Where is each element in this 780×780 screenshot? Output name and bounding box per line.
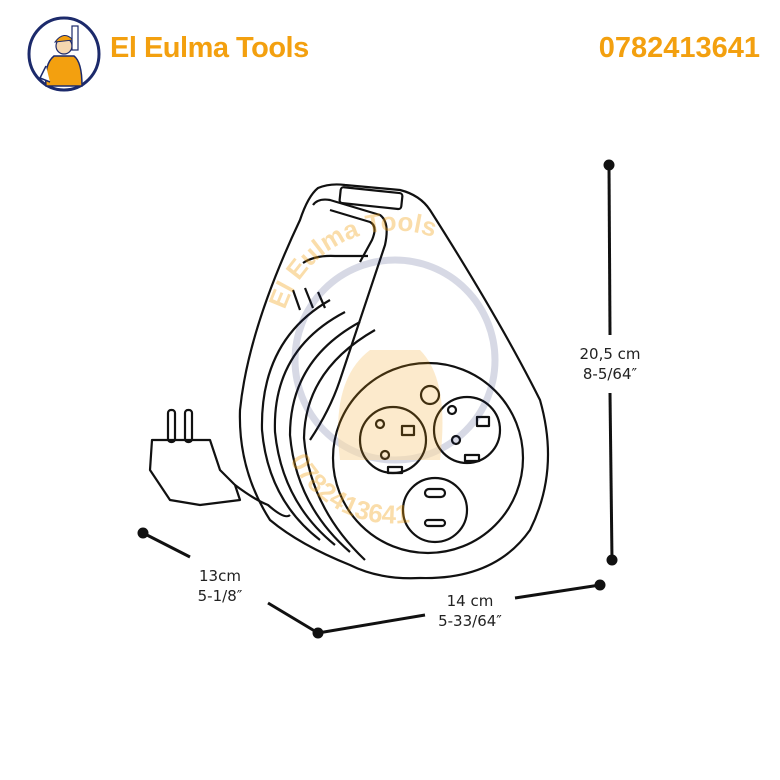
width-in-label: 5-33/64″: [438, 612, 502, 630]
handle: [309, 198, 388, 441]
brand-name: El Eulma Tools: [110, 32, 309, 64]
power-cable: [234, 484, 291, 518]
phone-number: 0782413641: [598, 32, 760, 64]
socket-usb: [401, 476, 469, 544]
height-in-label: 8-5/64″: [582, 365, 638, 383]
indicator-button: [419, 384, 441, 406]
depth-cm-label: 13cm: [199, 567, 241, 585]
reel-face: [331, 361, 525, 555]
socket-right: [432, 395, 502, 465]
brand-logo: [27, 16, 101, 92]
depth-dimension-line: [137, 527, 319, 635]
height-dimension-line: [603, 159, 618, 566]
reel-body-outline: [238, 183, 550, 580]
depth-in-label: 5-1/8″: [197, 587, 243, 605]
width-cm-label: 14 cm: [446, 592, 494, 610]
height-cm-label: 20,5 cm: [579, 345, 641, 363]
